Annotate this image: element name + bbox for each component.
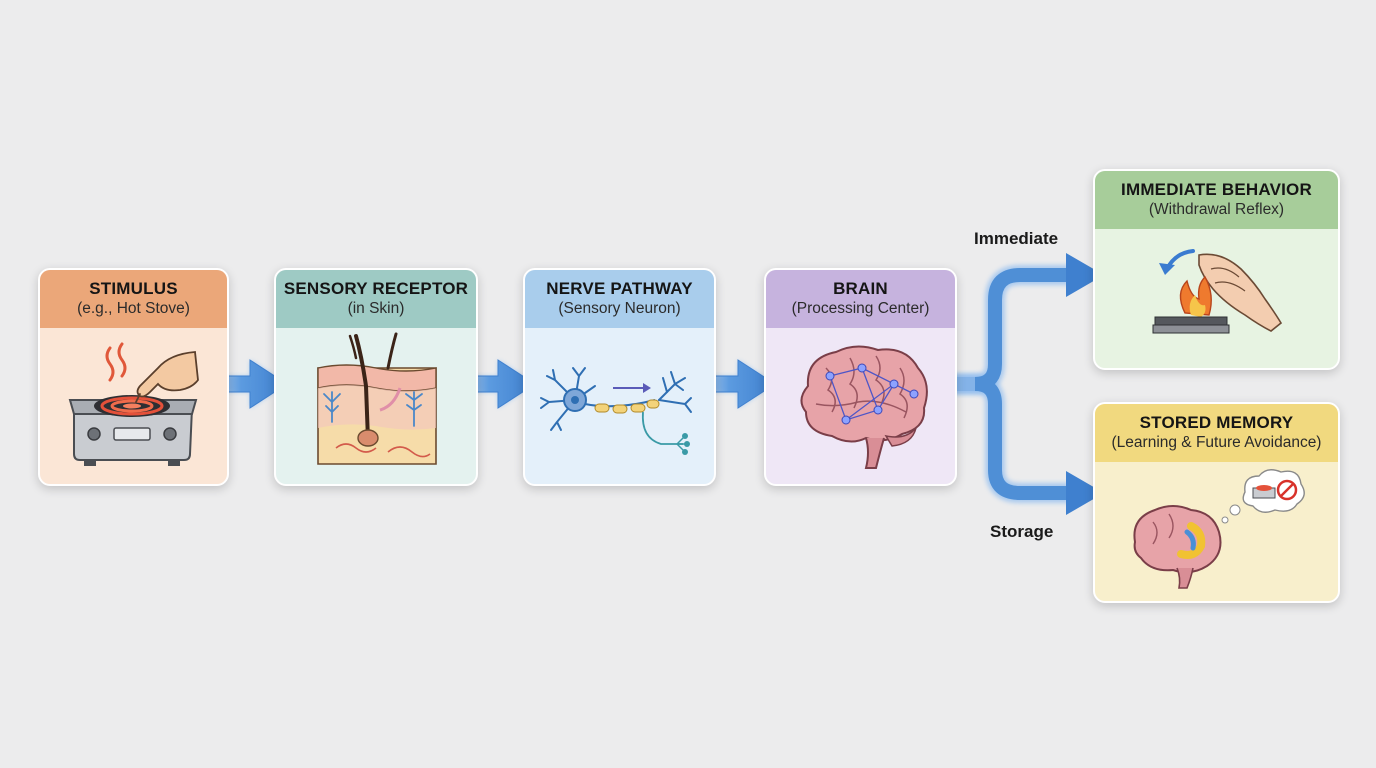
brain-card: BRAIN (Processing Center)	[764, 268, 957, 486]
sensory-receptor-subtitle: (in Skin)	[347, 300, 405, 317]
branch-label-storage: Storage	[990, 522, 1054, 541]
sensory-receptor-card: SENSORY RECEPTOR (in Skin)	[274, 268, 478, 486]
brain-subtitle: (Processing Center)	[791, 300, 930, 317]
nerve-pathway-subtitle: (Sensory Neuron)	[558, 300, 681, 317]
sensory-receptor-card-header: SENSORY RECEPTOR (in Skin)	[276, 270, 476, 328]
stimulus-subtitle: (e.g., Hot Stove)	[77, 300, 190, 317]
neuron-icon	[540, 367, 692, 455]
brain-icon	[800, 345, 928, 469]
immediate-behavior-card: IMMEDIATE BEHAVIOR (Withdrawal Reflex)	[1093, 169, 1340, 370]
nerve-pathway-card: NERVE PATHWAY (Sensory Neuron)	[523, 268, 716, 486]
stored-memory-title: STORED MEMORY	[1139, 413, 1294, 432]
branch-label-immediate: Immediate	[974, 229, 1059, 248]
stimulus-card-header: STIMULUS (e.g., Hot Stove)	[40, 270, 227, 328]
sensory-receptor-title: SENSORY RECEPTOR	[283, 279, 469, 298]
immediate-behavior-card-header: IMMEDIATE BEHAVIOR (Withdrawal Reflex)	[1095, 171, 1338, 229]
nerve-pathway-title: NERVE PATHWAY	[546, 279, 693, 298]
skin-receptor-icon	[317, 332, 437, 465]
memory-brain-icon	[1133, 469, 1305, 589]
stored-memory-card-header: STORED MEMORY (Learning & Future Avoidan…	[1095, 404, 1338, 462]
immediate-behavior-title: IMMEDIATE BEHAVIOR	[1121, 180, 1312, 199]
branch-arrow	[944, 253, 1104, 515]
stored-memory-card: STORED MEMORY (Learning & Future Avoidan…	[1093, 402, 1340, 603]
stimulus-card: STIMULUS (e.g., Hot Stove)	[38, 268, 229, 486]
stored-memory-subtitle: (Learning & Future Avoidance)	[1111, 434, 1322, 451]
nerve-pathway-card-header: NERVE PATHWAY (Sensory Neuron)	[525, 270, 714, 328]
stimulus-title: STIMULUS	[89, 279, 178, 298]
hot-stove-icon	[68, 342, 199, 466]
hand-withdraw-icon	[1152, 249, 1283, 334]
brain-card-header: BRAIN (Processing Center)	[766, 270, 955, 328]
brain-title: BRAIN	[833, 279, 888, 298]
immediate-behavior-subtitle: (Withdrawal Reflex)	[1148, 201, 1285, 218]
